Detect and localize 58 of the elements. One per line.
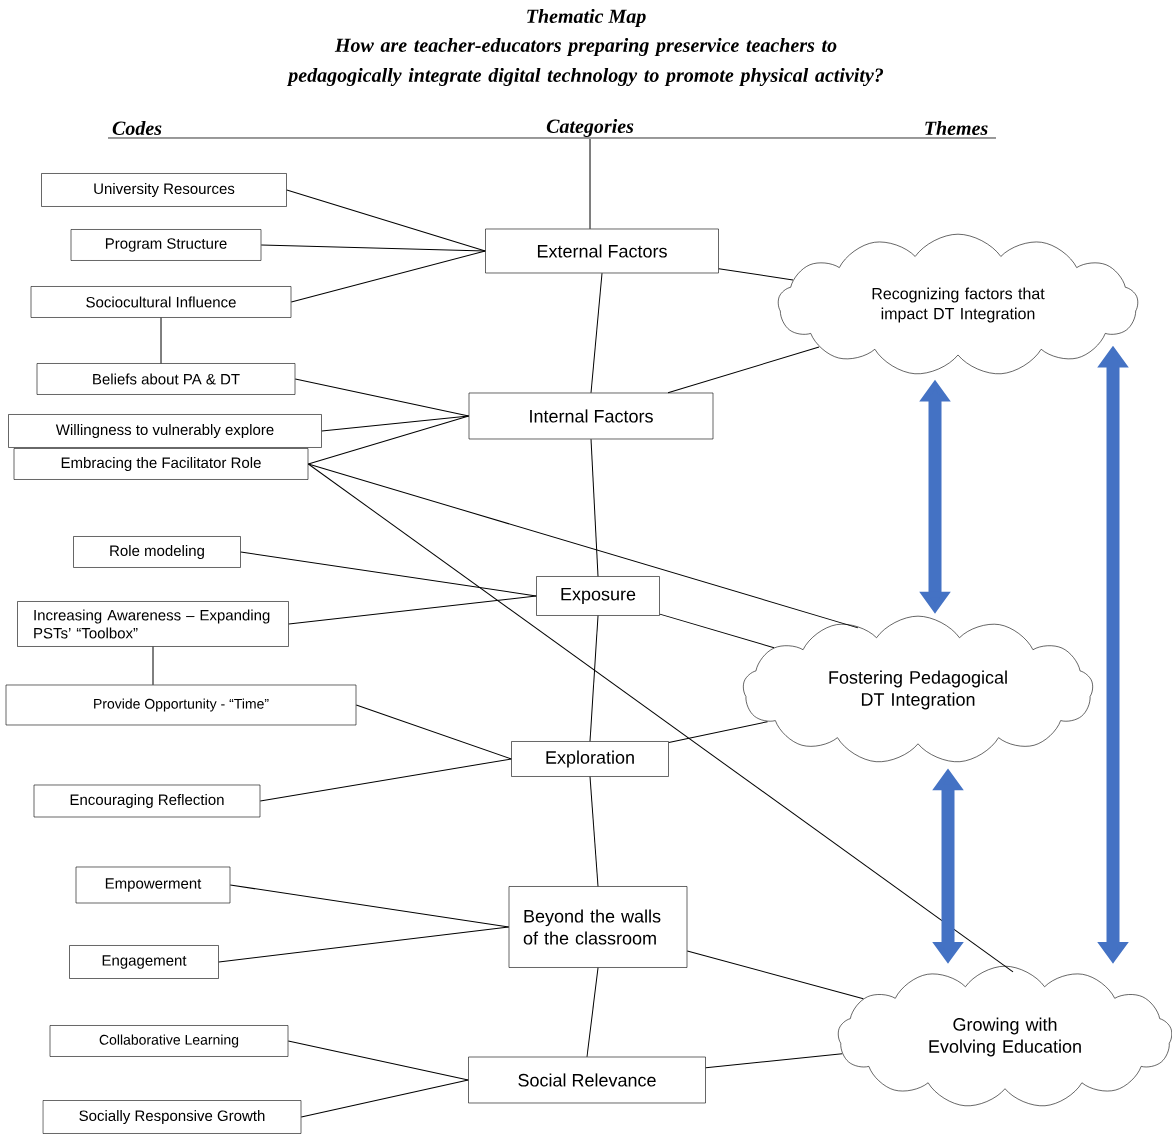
connector-line xyxy=(300,1079,469,1118)
code-box: Collaborative Learning xyxy=(49,1025,289,1057)
code-box: Increasing Awareness – Expanding PSTs’ “Toolbox” xyxy=(17,601,289,647)
category-box: Social Relevance xyxy=(468,1056,706,1104)
code-box: Willingness to vulnerably explore xyxy=(8,414,322,448)
code-box: Program Structure xyxy=(70,229,262,261)
connector-line xyxy=(290,250,486,303)
connector-line xyxy=(307,463,859,629)
code-box: Role modeling xyxy=(73,536,241,568)
code-box: University Resources xyxy=(41,173,287,207)
connector-line xyxy=(590,272,603,394)
category-box: External Factors xyxy=(485,228,719,274)
title: Thematic Map xyxy=(527,8,646,28)
connector-line xyxy=(659,613,775,649)
connector-line xyxy=(586,967,599,1058)
connector-line xyxy=(152,646,154,686)
connector-line xyxy=(294,378,470,417)
connector-line xyxy=(287,1040,469,1081)
code-box: Socially Responsive Growth xyxy=(42,1100,302,1134)
connector-line xyxy=(240,551,537,597)
connector-line xyxy=(705,1053,843,1069)
connector-line xyxy=(286,189,486,252)
connector-line xyxy=(288,595,537,625)
connector-line xyxy=(259,758,512,802)
theme-cloud: Growing with Evolving Education xyxy=(837,965,1172,1107)
connector-line xyxy=(589,138,591,230)
connector-line xyxy=(160,317,162,364)
code-box: Embracing the Facilitator Role xyxy=(13,448,309,480)
connector-line xyxy=(686,950,864,1000)
code-box: Sociocultural Influence xyxy=(30,286,292,318)
connector-line xyxy=(668,721,768,743)
connector-line xyxy=(589,615,599,742)
category-box: Beyond the walls of the classroom xyxy=(508,886,688,968)
column-heading: Categories xyxy=(546,118,634,138)
connector-line xyxy=(718,268,794,281)
theme-cloud: Recognizing factors that impact DT Integration xyxy=(777,233,1139,375)
connector-line xyxy=(321,415,470,432)
category-box: Exposure xyxy=(536,576,660,616)
code-box: Provide Opportunity - “Time” xyxy=(5,684,357,726)
code-box: Empowerment xyxy=(75,866,231,904)
column-heading: Codes xyxy=(112,120,162,136)
connector-line xyxy=(218,926,510,963)
connector-line xyxy=(260,244,486,252)
category-box: Internal Factors xyxy=(468,392,714,440)
connector-line xyxy=(589,776,599,887)
theme-cloud: Fostering Pedagogical DT Integration xyxy=(743,615,1093,763)
column-heading: Themes xyxy=(925,120,988,136)
connector-line xyxy=(307,415,470,465)
connector-line xyxy=(590,438,599,577)
code-box: Beliefs about PA & DT xyxy=(36,363,296,395)
code-box: Encouraging Reflection xyxy=(33,784,261,818)
category-box: Exploration xyxy=(511,741,669,777)
connector-line xyxy=(307,463,1014,973)
connector-line xyxy=(229,884,510,928)
connector-line xyxy=(667,346,820,394)
code-box: Engagement xyxy=(69,945,219,979)
question-heading: How are teacher-educators preparing preservice teachers to pedagogically integrate digital technology to promote physical activity? xyxy=(286,37,884,87)
connector-line xyxy=(355,704,512,760)
